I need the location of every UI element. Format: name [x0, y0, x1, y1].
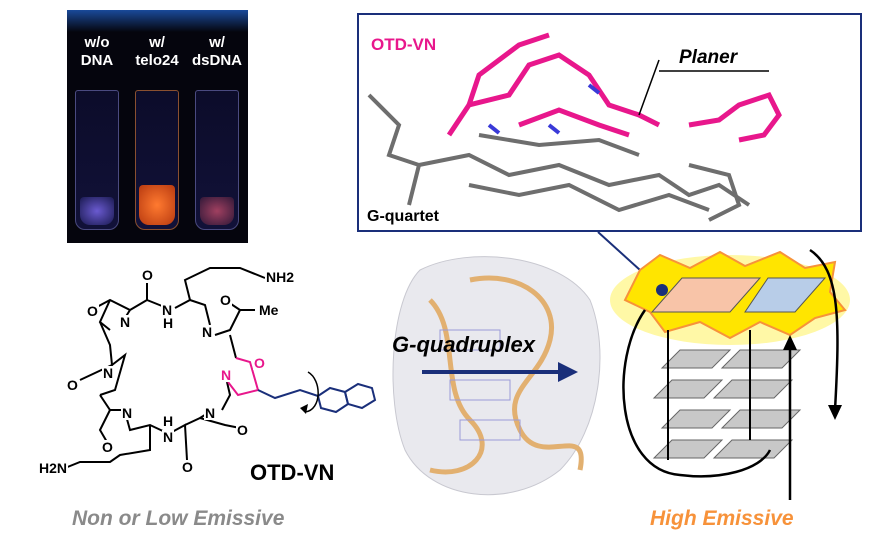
- atom-label: O: [181, 459, 194, 475]
- atom-label: O: [253, 355, 266, 371]
- atom-label: H: [163, 413, 174, 429]
- vinyl-naphthalene: [257, 382, 377, 414]
- ring-bonds: [64, 267, 266, 469]
- caption-low-emissive: Non or Low Emissive: [72, 507, 285, 530]
- atom-label: NH2: [265, 269, 296, 285]
- g-quartet-label: G-quartet: [367, 208, 439, 225]
- nitrogen-atoms: [487, 83, 601, 135]
- atom-label: O: [101, 439, 114, 455]
- vial-label-line: dsDNA: [191, 52, 242, 69]
- g-quadruplex-structure: [392, 256, 601, 496]
- atom-label: H: [163, 315, 174, 331]
- atom-label: Me: [258, 302, 280, 318]
- vial-label-line: w/: [209, 34, 225, 51]
- rotation-arrowhead: [300, 404, 308, 414]
- vial-label-line: telo24: [135, 52, 179, 69]
- binding-model-panel: OTD-VN Planer G-quartet: [357, 13, 862, 232]
- vial-dsdna: [195, 90, 239, 230]
- caption-high-emissive: High Emissive: [650, 507, 794, 530]
- atom-label: H2N: [38, 460, 69, 476]
- atom-label: N: [102, 365, 115, 381]
- vial-label-2: w/telo24: [127, 34, 187, 70]
- vial-caps: [67, 10, 248, 32]
- atom-label: N: [201, 324, 214, 340]
- atom-label: O: [236, 422, 249, 438]
- vial-label-line: w/: [149, 34, 165, 51]
- vial-no-dna: [75, 90, 119, 230]
- vial-telo24: [135, 90, 179, 230]
- arrow-label: G-quadruplex: [392, 332, 536, 357]
- compound-name: OTD-VN: [250, 460, 335, 485]
- otd-vn-model: [446, 32, 782, 143]
- atom-label: N: [204, 405, 217, 421]
- atom-label: O: [141, 267, 154, 283]
- atom-label: N: [161, 302, 174, 318]
- atom-label: O: [66, 377, 79, 393]
- arrow-head: [558, 362, 578, 382]
- atom-label: N: [121, 405, 134, 421]
- compound-label: OTD-VN: [371, 35, 437, 54]
- atom-label: N: [162, 429, 175, 445]
- rotation-arrow: [304, 371, 319, 413]
- molecular-model: [367, 32, 782, 222]
- vial-label-line: w/o: [84, 34, 110, 51]
- atom-label: O: [86, 303, 99, 319]
- atom-label: N: [220, 367, 233, 383]
- binding-site-dot: [656, 284, 668, 296]
- g-quartet-model: [367, 93, 751, 222]
- vial-label-3: w/dsDNA: [187, 34, 247, 70]
- planer-pointer: [638, 59, 660, 116]
- atom-label: N: [119, 314, 132, 330]
- quadruplex-diagram: [610, 248, 850, 500]
- vial-label-line: DNA: [80, 52, 114, 69]
- planer-label: Planer: [679, 47, 738, 68]
- atom-label: O: [219, 292, 232, 308]
